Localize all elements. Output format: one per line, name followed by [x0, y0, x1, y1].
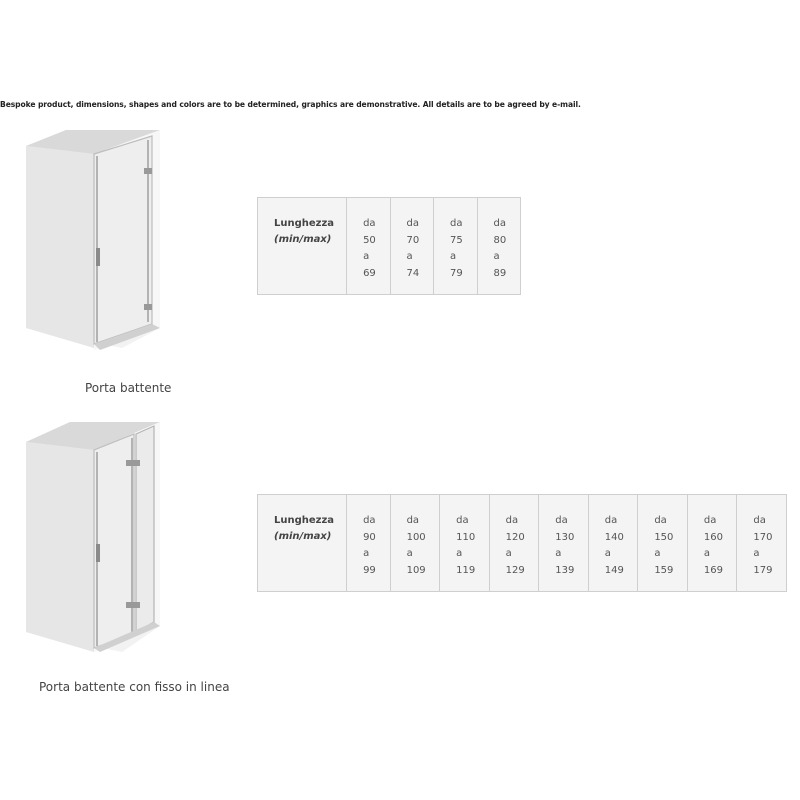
disclaimer-text: Bespoke product, dimensions, shapes and … [0, 100, 581, 109]
header-label: Lunghezza [274, 218, 335, 229]
header-sublabel: (min/max) [274, 531, 332, 542]
hinged-door-fixed-panel-illustration [26, 422, 160, 652]
table-header-cell: Lunghezza (min/max) [256, 494, 348, 592]
table-header-cell: Lunghezza (min/max) [256, 197, 348, 295]
hinged-door-illustration [26, 130, 160, 350]
header-sublabel: (min/max) [274, 234, 332, 245]
section-1-caption: Porta battente [85, 381, 172, 395]
header-label: Lunghezza [274, 515, 335, 526]
section-2-caption: Porta battente con fisso in linea [39, 680, 230, 694]
